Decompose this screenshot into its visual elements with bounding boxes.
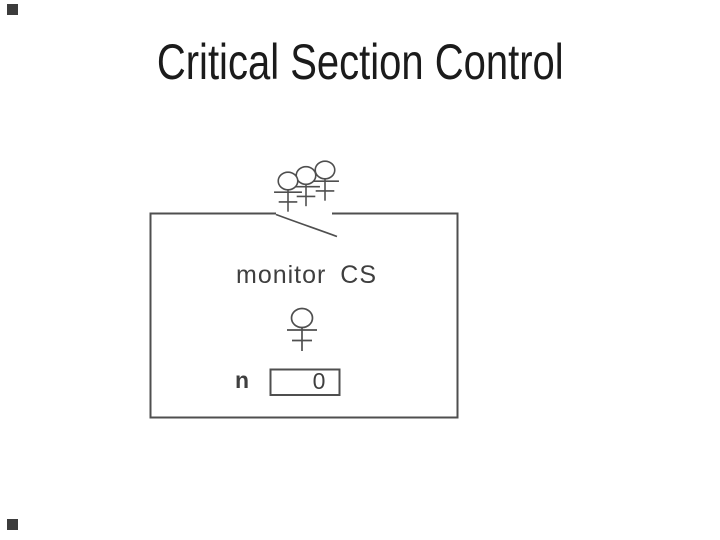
corner-mark-top [7,4,18,15]
person-icon [310,160,340,202]
counter-label: n [235,367,249,393]
gate-line [275,213,338,238]
counter-box [269,368,341,396]
waiting-processes-group [273,160,340,213]
inside-process-person-icon [286,307,318,352]
diagram-text: monitor CS n 0 [235,261,377,394]
diagram-lines [149,160,459,419]
monitor-box [149,212,459,419]
page-title: Critical Section Control [0,37,720,87]
monitor-label: monitor CS [236,261,377,289]
page-title-text: Critical Section Control [156,34,564,90]
counter-value: 0 [313,368,326,394]
corner-mark-bottom [7,519,18,530]
person-icon [273,171,303,213]
